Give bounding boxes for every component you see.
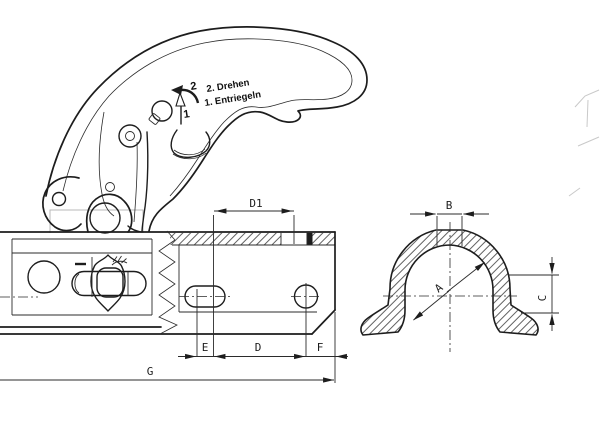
ball-socket <box>85 193 142 234</box>
dim-label-a: A <box>432 281 446 296</box>
step-number-2: 2 <box>190 80 198 93</box>
cross-section-view: B A C <box>360 199 559 352</box>
lock-cylinder <box>148 100 173 125</box>
coupling-handle <box>42 26 368 234</box>
instruction-text: 2 1 2. Drehen 1. Entriegeln <box>183 77 262 121</box>
side-view-dimensions: D1 E D F G <box>0 197 348 383</box>
flower-lock-washer <box>90 254 126 312</box>
step-number-1: 1 <box>183 108 191 121</box>
pivot-rivet <box>118 124 142 148</box>
dim-label-c: C <box>536 295 549 302</box>
unlock-arrow <box>175 91 186 125</box>
section-dimensions: B A C <box>410 199 559 331</box>
dim-label-f: F <box>317 341 324 354</box>
break-line <box>158 230 178 335</box>
drawbar-tube <box>0 231 336 335</box>
clamp-section-body <box>360 229 539 336</box>
mounting-ear <box>42 176 82 232</box>
dim-label-d: D <box>255 341 262 354</box>
small-pin-hole <box>105 182 115 192</box>
housing-block <box>178 231 336 335</box>
sectioned-top-wall <box>170 232 335 246</box>
handle-inner-contour <box>62 38 353 197</box>
dim-label-b: B <box>446 199 453 212</box>
release-tab <box>170 129 211 160</box>
lock-nut-detail <box>71 254 147 312</box>
dim-label-d1: D1 <box>249 197 262 210</box>
dim-label-e: E <box>202 341 209 354</box>
tube-hole <box>27 260 61 294</box>
lock-nut-square <box>96 267 124 298</box>
handle-outline <box>45 26 368 232</box>
side-view: 2 1 2. Drehen 1. Entriegeln D1 E D F <box>0 26 368 383</box>
dim-label-g: G <box>147 365 154 378</box>
rotate-arrow <box>171 85 200 104</box>
cropped-neighbor-drawing-marks <box>568 89 600 197</box>
